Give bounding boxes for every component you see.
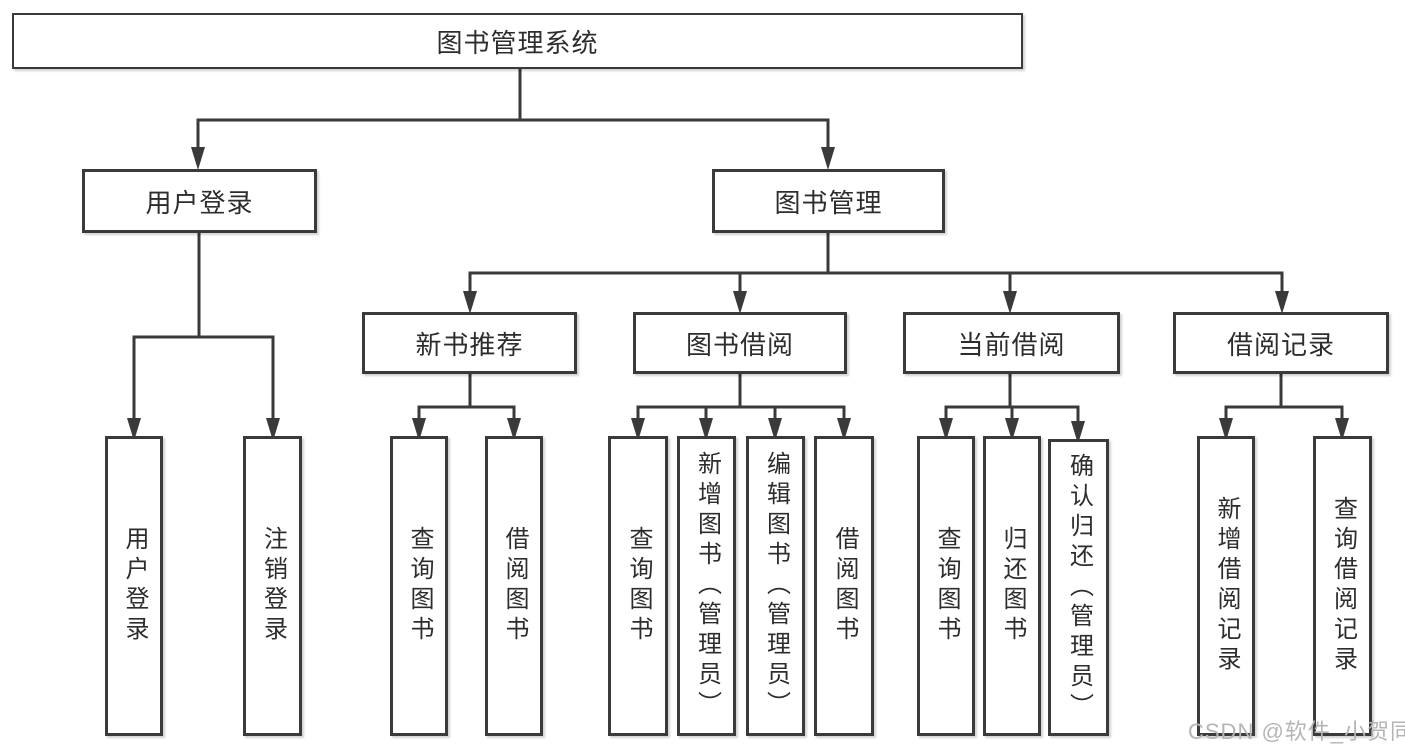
connector-book-borrow (631, 372, 851, 441)
leaf-records-query-label: 查询借阅记录 (1329, 496, 1357, 676)
leaf-borrow-edit-book: 编辑图书（管理员） (746, 436, 805, 736)
leaf-current-confirm-return: 确认归还（管理员） (1048, 439, 1109, 736)
node-book-manage: 图书管理 (712, 169, 945, 233)
node-book-borrow-label: 图书借阅 (685, 329, 794, 360)
leaf-borrow-borrow-book-label: 借阅图书 (831, 526, 858, 646)
leaf-user-login-label: 用户登录 (121, 526, 148, 646)
leaf-current-return-label: 归还图书 (999, 526, 1026, 646)
leaf-current-query-label: 查询图书 (933, 526, 960, 646)
leaf-newbook-query: 查询图书 (390, 436, 448, 736)
leaf-user-login: 用户登录 (105, 436, 163, 736)
leaf-borrow-add-book: 新增图书（管理员） (677, 436, 736, 736)
leaf-current-return: 归还图书 (983, 436, 1041, 736)
node-new-book-recommend: 新书推荐 (362, 312, 577, 374)
leaf-newbook-borrow: 借阅图书 (485, 436, 543, 736)
leaf-borrow-query: 查询图书 (608, 436, 668, 736)
connector-book-manage (463, 231, 1289, 314)
leaf-current-query: 查询图书 (917, 436, 975, 736)
node-user-login: 用户登录 (82, 169, 317, 233)
connector-borrow-records (1219, 372, 1349, 441)
node-current-borrow-label: 当前借阅 (957, 329, 1066, 360)
connector-root (191, 67, 835, 170)
leaf-borrow-query-label: 查询图书 (625, 526, 652, 646)
csdn-watermark: CSDN @软件_小贺同学 (1188, 719, 1405, 744)
node-root-system: 图书管理系统 (12, 13, 1023, 69)
leaf-borrow-add-book-label: 新增图书（管理员） (693, 451, 721, 721)
node-book-borrow: 图书借阅 (633, 312, 847, 374)
node-borrow-records-label: 借阅记录 (1226, 329, 1335, 360)
node-root-system-label: 图书管理系统 (436, 27, 599, 58)
connector-new-book (412, 372, 521, 441)
leaf-borrow-edit-book-label: 编辑图书（管理员） (762, 451, 790, 721)
leaf-logout: 注销登录 (243, 436, 302, 736)
leaf-newbook-borrow-label: 借阅图书 (501, 526, 528, 646)
connector-current-borrow (939, 372, 1085, 444)
node-new-book-recommend-label: 新书推荐 (415, 329, 524, 360)
leaf-records-add-label: 新增借阅记录 (1213, 496, 1240, 676)
leaf-newbook-query-label: 查询图书 (406, 526, 433, 646)
node-book-manage-label: 图书管理 (774, 187, 883, 218)
leaf-records-query: 查询借阅记录 (1313, 436, 1372, 736)
node-borrow-records: 借阅记录 (1173, 312, 1389, 374)
leaf-current-confirm-return-label: 确认归还（管理员） (1065, 452, 1093, 723)
node-current-borrow: 当前借阅 (903, 312, 1120, 374)
node-user-login-label: 用户登录 (145, 187, 254, 218)
leaf-borrow-borrow-book: 借阅图书 (814, 436, 874, 736)
leaf-records-add: 新增借阅记录 (1197, 436, 1255, 736)
leaf-logout-label: 注销登录 (259, 526, 287, 646)
connector-user-login (127, 231, 280, 441)
